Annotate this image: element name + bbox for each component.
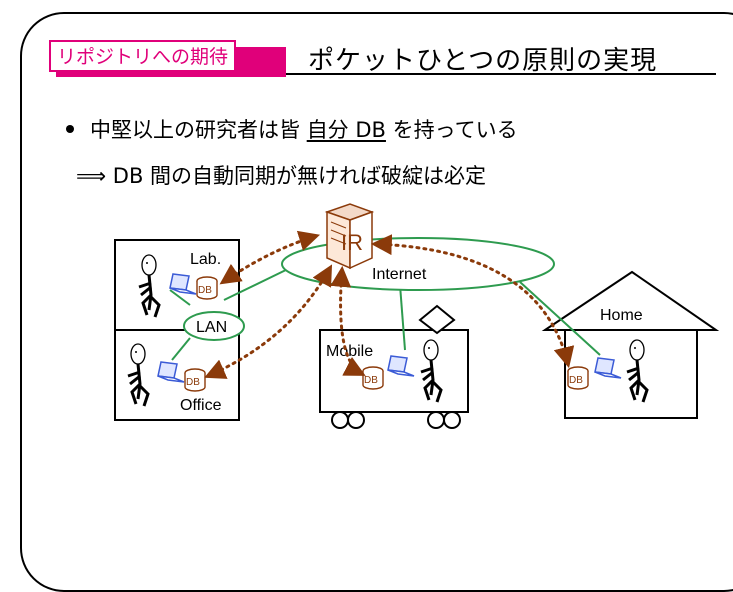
- slide-tag: リポジトリへの期待: [49, 40, 237, 72]
- internet-label: Internet: [372, 266, 427, 283]
- bullet-text-underlined: 自分 DB: [306, 118, 386, 142]
- sync-arrow-mobile: [330, 265, 366, 376]
- bullet-text-after: を持っている: [385, 118, 518, 142]
- mobile-label: Mobile: [326, 343, 373, 360]
- network-diagram: Lab. Office Mobile Home Internet LAN IR …: [114, 203, 720, 429]
- bullet-text-before: 中堅以上の研究者は皆: [90, 118, 307, 142]
- network-line: [171, 337, 191, 361]
- office-label: Office: [180, 397, 222, 414]
- sync-arrow-office: [204, 264, 333, 379]
- lab-db-label: DB: [198, 285, 212, 296]
- home-label: Home: [600, 307, 643, 324]
- wheel-icon: [347, 411, 365, 429]
- slide-title: ポケットひとつの原則の実現: [308, 46, 658, 76]
- implies-arrow: ⟹: [76, 164, 107, 188]
- network-line: [169, 289, 191, 306]
- sync-arrow-home: [370, 234, 575, 369]
- home-db-label: DB: [569, 375, 583, 386]
- ir-server-icon: [324, 203, 375, 270]
- ir-label: IR: [341, 230, 363, 255]
- lan-label: LAN: [196, 319, 227, 336]
- bullet-item: 中堅以上の研究者は皆 自分 DB を持っている: [66, 114, 518, 144]
- wheel-icon: [427, 411, 445, 429]
- office-db-label: DB: [186, 377, 200, 388]
- wheel-icon: [443, 411, 461, 429]
- mobile-antenna: [418, 304, 456, 335]
- bullet-dot: [66, 125, 74, 133]
- lab-label: Lab.: [190, 251, 221, 268]
- mobile-db-label: DB: [364, 375, 378, 386]
- sync-arrow-lab: [219, 230, 321, 285]
- title-rule: [286, 73, 716, 75]
- implication-text: DB 間の自動同期が無ければ破綻は必定: [112, 164, 487, 188]
- implication-line: ⟹ DB 間の自動同期が無ければ破綻は必定: [76, 160, 486, 190]
- wheel-icon: [331, 411, 349, 429]
